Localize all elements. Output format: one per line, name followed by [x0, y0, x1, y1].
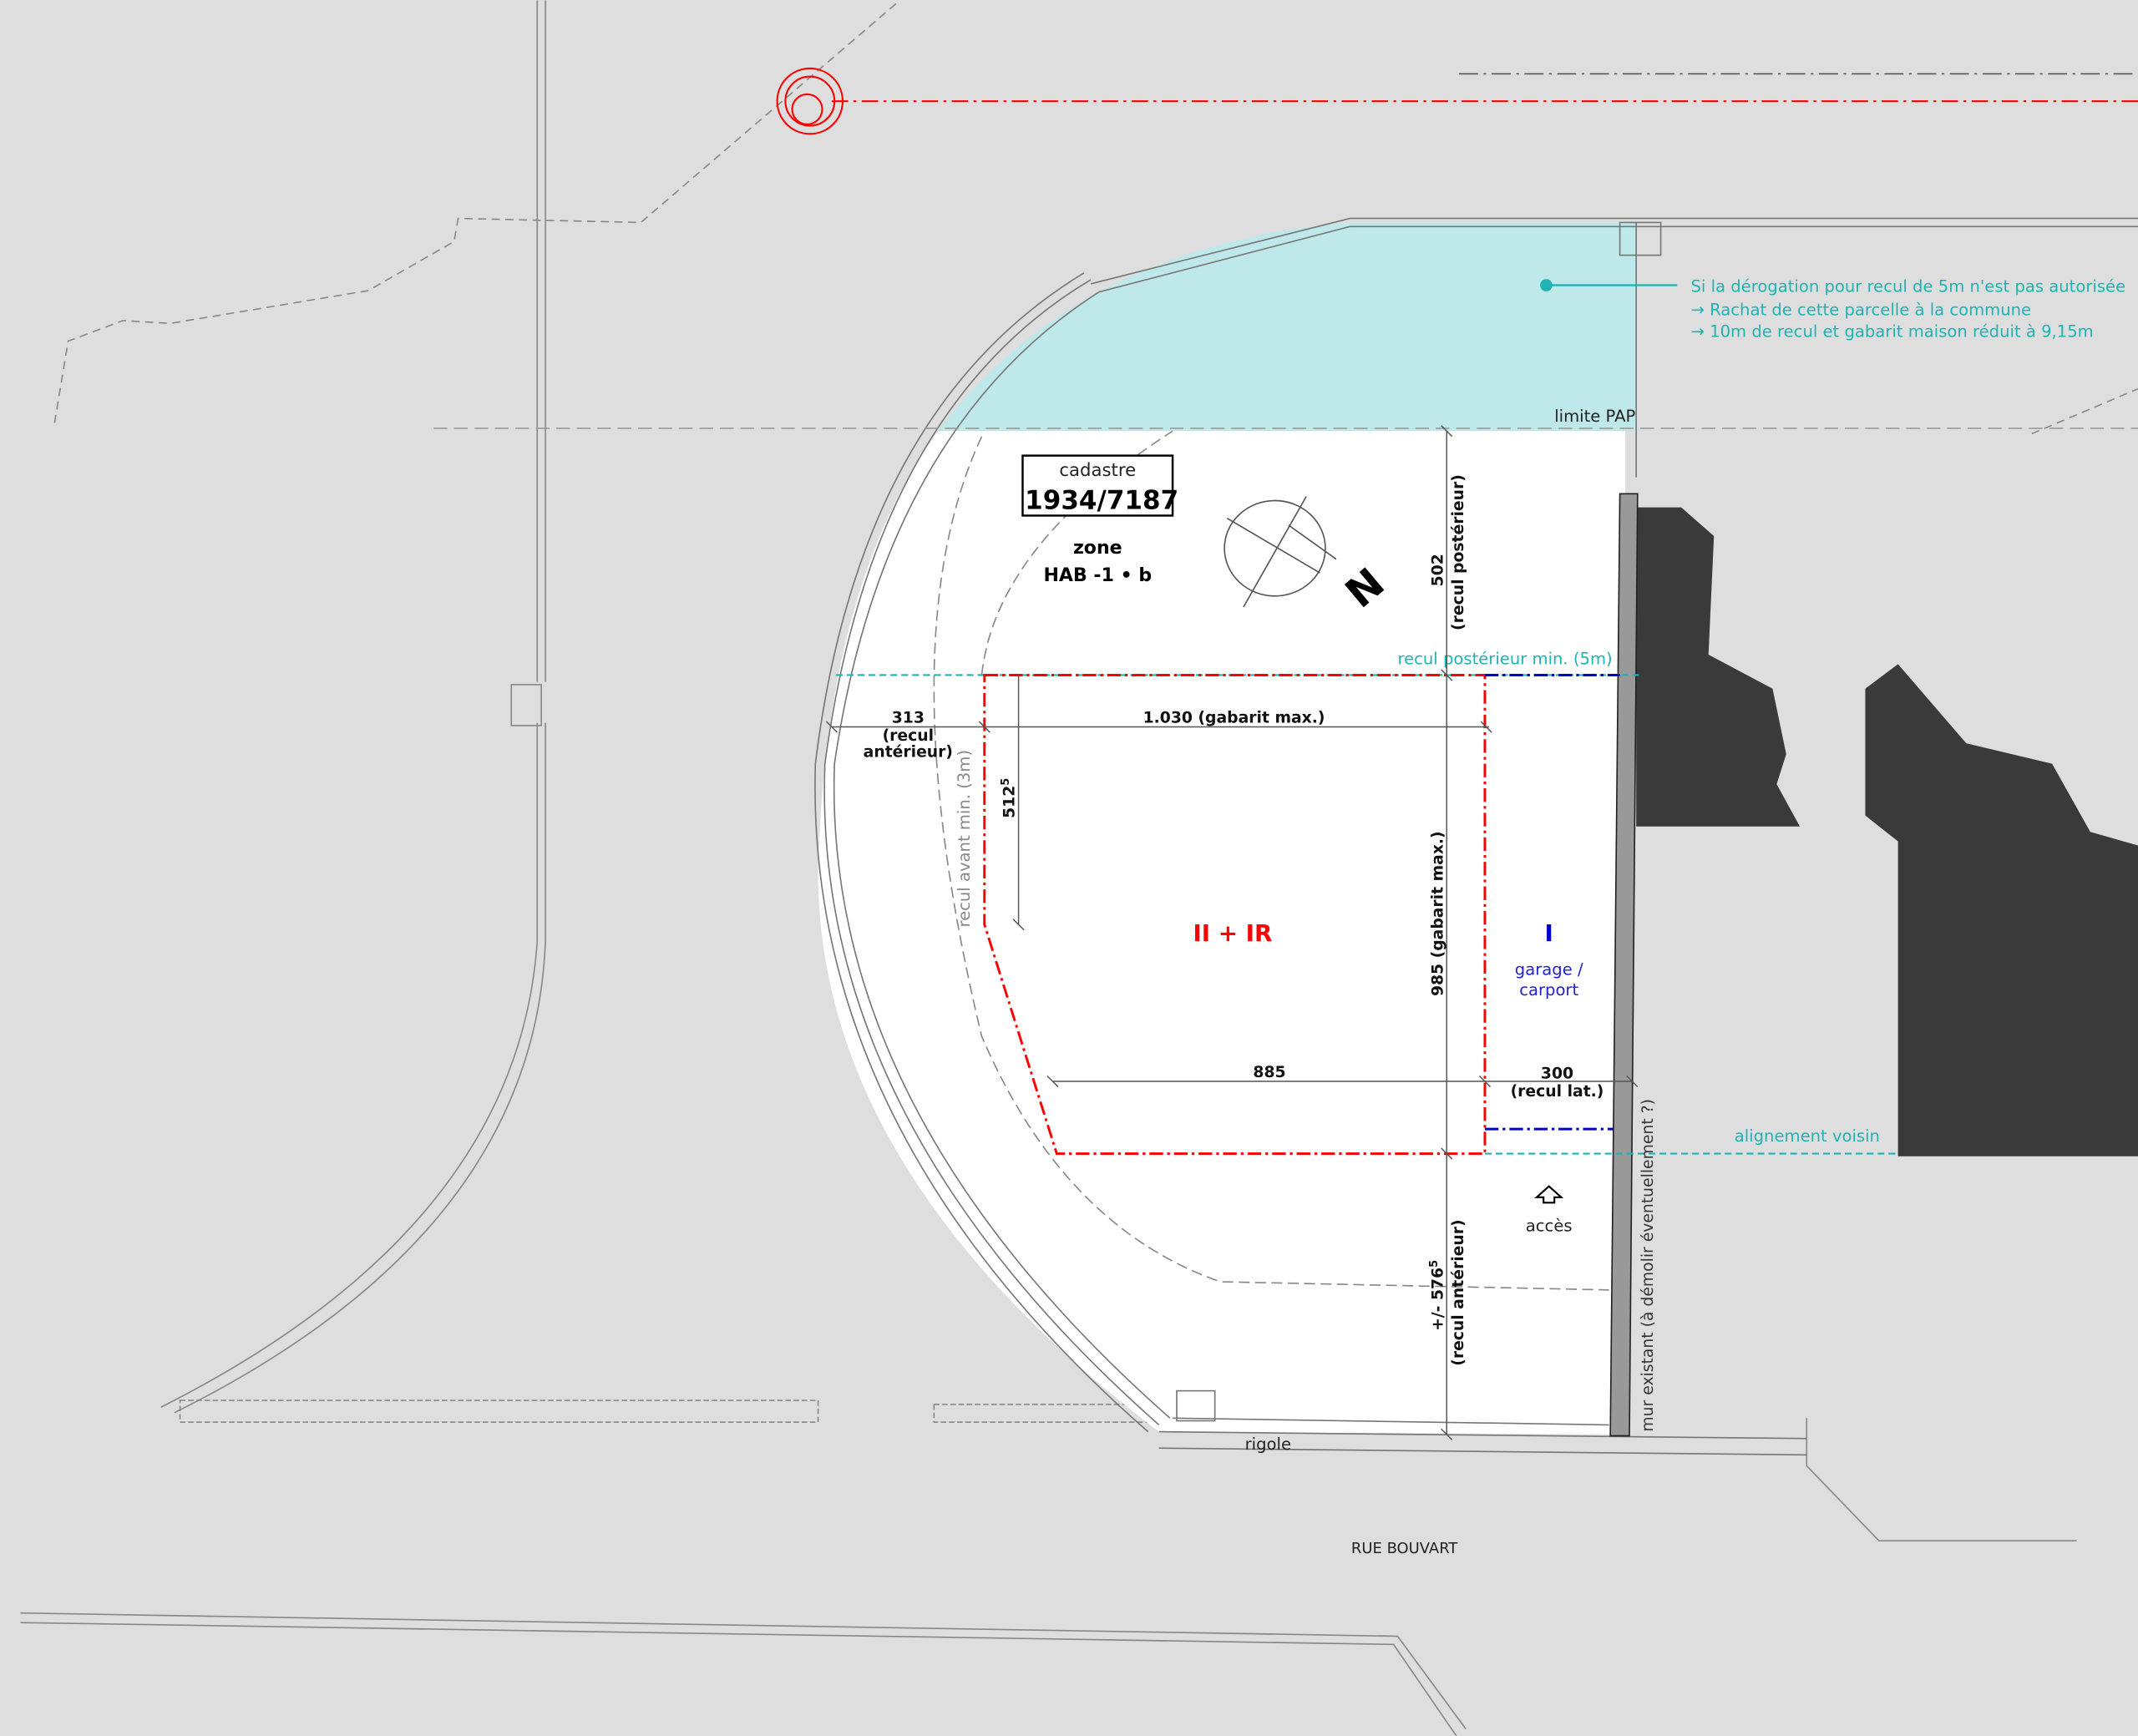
dim-313-label-1: (recul	[883, 727, 934, 745]
parcel-purchase-area	[938, 222, 1637, 432]
neighbor-building	[1865, 664, 2138, 1156]
dim-502: 502	[1429, 554, 1446, 586]
note-line-3: → 10m de recul et gabarit maison réduit …	[1690, 322, 2093, 342]
garage-label-2: carport	[1519, 980, 1578, 1000]
alignement-voisin-label: alignement voisin	[1735, 1126, 1880, 1146]
existing-wall	[1609, 493, 1639, 1437]
access-arrow-icon	[1534, 1185, 1564, 1204]
cadastre-label: cadastre	[1059, 460, 1136, 481]
dim-576: +/- 5765	[1428, 1260, 1447, 1331]
cadastre-box	[1021, 454, 1174, 517]
parcel-boundary-arcs	[814, 217, 2138, 1456]
dim-300-label: (recul lat.)	[1511, 1083, 1604, 1101]
dim-300: 300	[1541, 1065, 1573, 1083]
cadastre-number: 1934/7187	[1025, 485, 1178, 515]
limite-pap-label: limite PAP	[1554, 407, 1635, 426]
garage-envelope	[1484, 674, 1620, 1131]
dim-502-label: (recul postérieur)	[1450, 474, 1467, 630]
dim-313-label-2: antérieur)	[864, 743, 953, 761]
garage-label-1: garage /	[1515, 960, 1583, 979]
garage-level-label: I	[1545, 919, 1553, 947]
wall-label: mur existant (à démolir éventuellement ?…	[1639, 1099, 1657, 1432]
road-lines-left	[20, 0, 2138, 1736]
dim-1030: 1.030 (gabarit max.)	[1143, 710, 1325, 727]
note-line-1: Si la dérogation pour recul de 5m n'est …	[1690, 277, 2125, 296]
recul-posterieur-label: recul postérieur min. (5m)	[1397, 649, 1612, 668]
main-zone-label: II + IR	[1193, 919, 1272, 947]
neighbor-building	[1636, 507, 1801, 827]
dim-512: 5125	[1000, 778, 1019, 818]
dimension-lines	[825, 425, 1639, 1440]
street-name: RUE BOUVART	[1351, 1540, 1458, 1557]
dim-576-label: (recul antérieur)	[1450, 1219, 1467, 1365]
zone-code: HAB -1 • b	[1043, 565, 1152, 586]
dim-313: 313	[892, 710, 925, 727]
note-line-2: → Rachat de cette parcelle à la commune	[1690, 300, 2031, 319]
recul-avant-label: recul avant min. (3m)	[955, 750, 974, 928]
main-house-envelope	[983, 674, 1487, 1156]
dim-985: 985 (gabarit max.)	[1429, 831, 1446, 996]
parcel	[818, 431, 1626, 1435]
red-survey-marker	[776, 67, 2138, 135]
rigole-label: rigole	[1245, 1435, 1291, 1454]
zone-label: zone	[1073, 538, 1122, 559]
dim-885: 885	[1253, 1064, 1285, 1081]
access-label: accès	[1526, 1217, 1573, 1236]
north-arrow-icon	[1224, 496, 1337, 608]
